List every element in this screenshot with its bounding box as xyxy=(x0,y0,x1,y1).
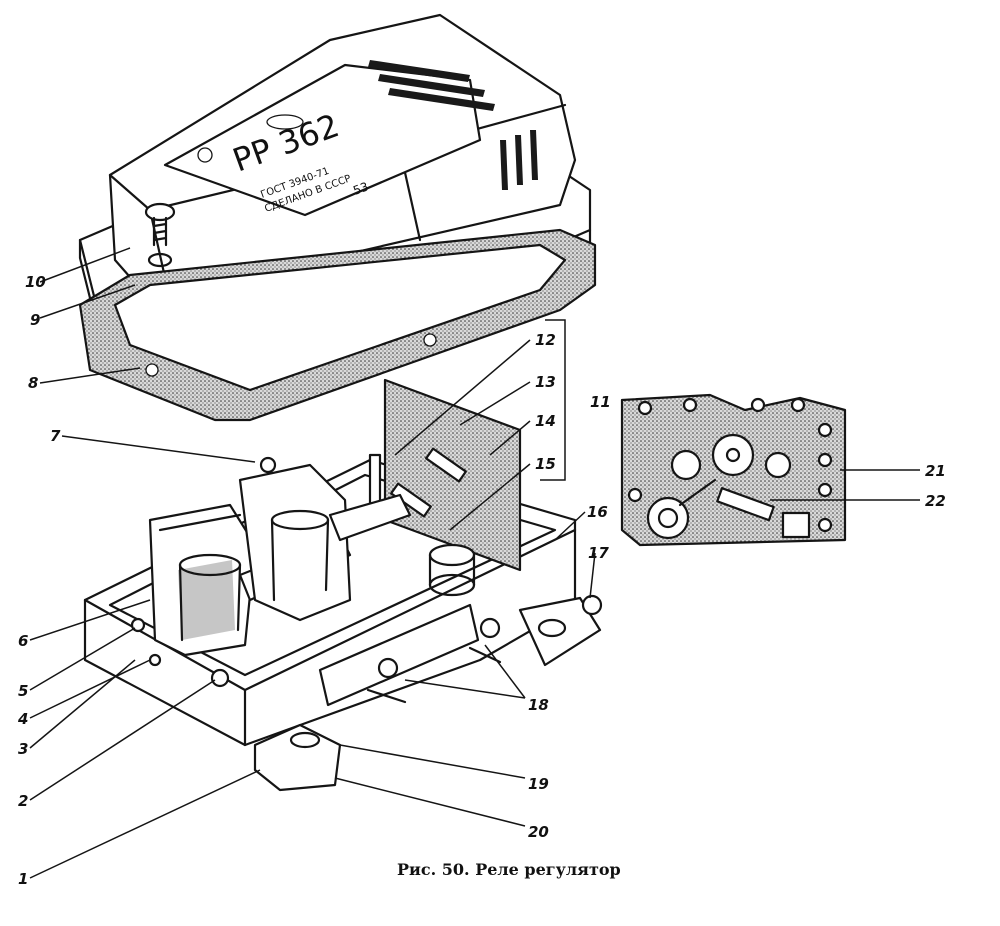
leader-lines xyxy=(29,247,920,879)
callout-bracket-11 xyxy=(540,319,566,481)
cover-year-text: 53 xyxy=(351,179,370,197)
callout-2: 2 xyxy=(18,792,28,810)
callout-7: 7 xyxy=(50,427,61,445)
terminal-screws xyxy=(366,617,502,704)
relay-rear xyxy=(238,456,412,622)
mount-lug-right xyxy=(518,594,603,667)
cover-screw xyxy=(144,202,176,268)
callout-16: 16 xyxy=(587,503,608,521)
callout-18: 18 xyxy=(528,696,549,714)
callout-21: 21 xyxy=(925,462,946,480)
callout-15: 15 xyxy=(535,455,556,473)
callout-4: 4 xyxy=(17,710,28,728)
figure-caption: Рис. 50. Реле регулятор xyxy=(397,860,621,879)
callout-12: 12 xyxy=(535,331,556,349)
callout-14: 14 xyxy=(535,412,556,430)
cover-emblem-icon xyxy=(197,147,213,163)
callout-9: 9 xyxy=(30,311,40,329)
gasket-drawing xyxy=(78,228,597,422)
callout-6: 6 xyxy=(18,632,28,650)
vent-slots xyxy=(368,60,538,190)
callout-labels: 10 9 8 7 6 5 4 3 2 1 12 13 11 14 15 16 1… xyxy=(17,273,946,888)
callout-13: 13 xyxy=(535,373,556,391)
mount-lug-front xyxy=(253,723,342,792)
callout-3: 3 xyxy=(18,740,28,758)
callout-17: 17 xyxy=(588,544,609,562)
cover-logo-icon xyxy=(266,114,304,130)
detail-plate-drawing xyxy=(620,393,847,547)
callout-8: 8 xyxy=(28,374,38,392)
callout-22: 22 xyxy=(925,492,946,510)
callout-10: 10 xyxy=(25,273,46,291)
callout-5: 5 xyxy=(18,682,28,700)
callout-19: 19 xyxy=(528,775,549,793)
base-housing-drawing xyxy=(83,378,603,792)
callout-20: 20 xyxy=(528,823,549,841)
callout-1: 1 xyxy=(18,870,28,888)
callout-11: 11 xyxy=(590,393,611,411)
